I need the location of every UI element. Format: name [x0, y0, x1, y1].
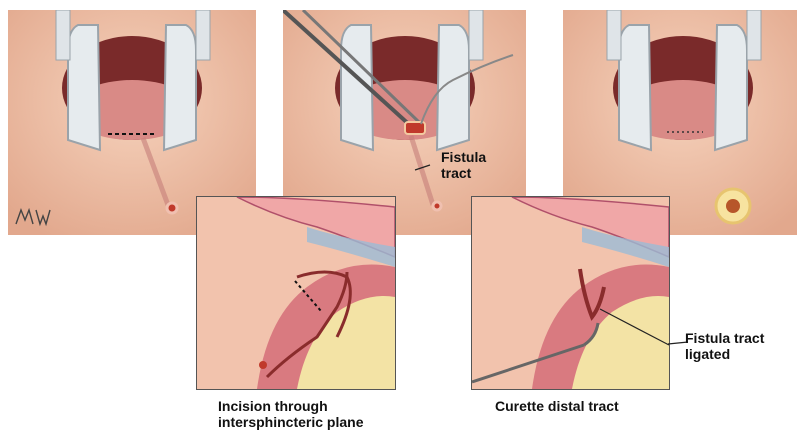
label-fistula-tract: Fistula tract	[441, 149, 486, 181]
label-ligated-line1: Fistula tract	[685, 330, 764, 346]
caption-curette: Curette distal tract	[495, 398, 619, 414]
caption-incision-line2: intersphincteric plane	[218, 414, 363, 430]
panel-cross-section-incision	[196, 196, 396, 390]
caption-curette-text: Curette distal tract	[495, 398, 619, 414]
label-fistula-tract-line1: Fistula	[441, 149, 486, 165]
label-fistula-tract-line2: tract	[441, 165, 486, 181]
caption-incision: Incision through intersphincteric plane	[218, 398, 363, 430]
caption-incision-line1: Incision through	[218, 398, 363, 414]
panel-cross-section-curette	[471, 196, 670, 390]
label-fistula-tract-ligated: Fistula tract ligated	[685, 330, 764, 362]
label-ligated-line2: ligated	[685, 346, 764, 362]
